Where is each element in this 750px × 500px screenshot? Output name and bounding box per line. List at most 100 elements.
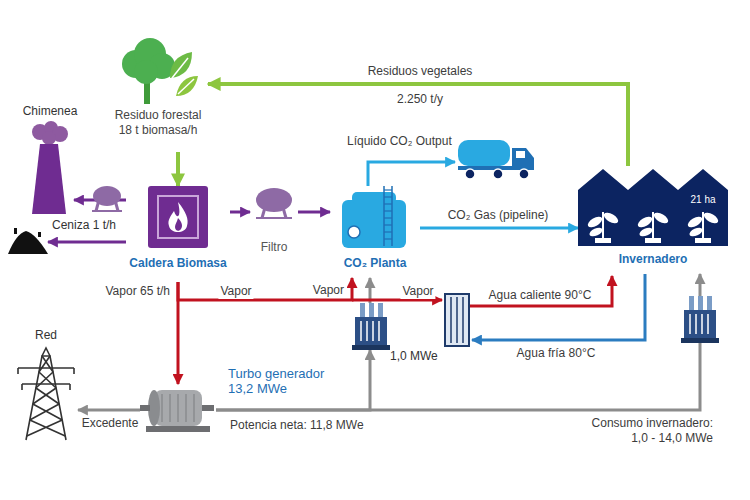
icon-shape: [355, 317, 387, 345]
node-label: Filtro: [244, 240, 304, 255]
icon-shape: [578, 169, 728, 246]
heat-exchanger-part: [456, 297, 458, 343]
flow-label: Líquido CO₂ Output: [345, 134, 454, 149]
boiler-icon: [148, 186, 208, 248]
icon-shape: [36, 372, 56, 388]
icon-shape: [140, 405, 150, 411]
icon-shape: [384, 231, 392, 232]
cold-water-line: [472, 274, 645, 340]
icon-shape: [384, 189, 392, 190]
flow-label: Agua caliente 90°C: [487, 288, 594, 303]
icon-shape: [154, 390, 202, 426]
icon-shape: [134, 60, 158, 84]
icon-shape: [602, 212, 604, 240]
icon-shape: [391, 186, 393, 246]
icon-shape: [384, 196, 392, 197]
boiler-node: Caldera Biomasa: [126, 186, 230, 282]
truck-icon: [458, 140, 534, 179]
icon-shape: [372, 321, 374, 341]
node-label: 21 ha: [678, 192, 728, 207]
icon-shape: [352, 192, 396, 204]
icon-shape: [384, 217, 392, 218]
transformer-icon-part: [684, 310, 716, 338]
grid-pylon: Red: [14, 328, 78, 442]
node-label: CO₂ Planta: [320, 256, 430, 271]
icon-shape: [146, 426, 210, 432]
co2-plant: CO₂ Planta: [330, 186, 420, 278]
transformer-icon-part: [707, 296, 712, 310]
node-label: Invernadero: [578, 252, 728, 267]
icon-shape: [688, 226, 704, 238]
icon-shape: [645, 238, 661, 243]
icon-shape: [32, 144, 66, 214]
node-label: Turbo generador 13,2 MWe: [228, 366, 338, 396]
flow-connector: [216, 274, 700, 410]
edge-label: Consumo invernadero: 1,0 - 14,0 MWe: [575, 416, 715, 446]
icon-shape: [148, 186, 208, 248]
node-label: Residuo forestal 18 t biomasa/h: [110, 108, 206, 138]
flow-label: Vapor 65 t/h: [104, 284, 173, 299]
icon-shape: [256, 188, 292, 212]
edge-label: Residuos vegetales: [366, 64, 475, 79]
icon-shape: [18, 368, 74, 384]
icon-shape: [384, 203, 392, 204]
chimney-node: Chimenea: [26, 104, 74, 214]
icon-shape: [168, 202, 187, 232]
icon-shape: [27, 420, 65, 436]
tree-icon: [118, 38, 198, 104]
icon-shape: [8, 231, 48, 254]
icon-shape: [169, 394, 171, 422]
icon-shape: [638, 226, 654, 238]
turbo-icon: [140, 384, 216, 434]
hot-water-line: [469, 276, 612, 306]
icon-shape: [652, 212, 654, 240]
icon-shape: [42, 131, 56, 145]
icon-shape: [177, 394, 179, 422]
icon-shape: [348, 226, 360, 238]
icon-shape: [652, 211, 670, 226]
icon-shape: [595, 238, 611, 243]
pylon-icon: [18, 348, 74, 440]
node-label: Red: [14, 328, 78, 343]
transformer-icon-part: [707, 314, 709, 334]
icon-shape: [369, 303, 374, 317]
icon-shape: [366, 321, 368, 341]
truck-icon-part: [458, 140, 510, 166]
gas-filter-tank-part: [93, 186, 121, 206]
node-label: 1,0 MWe: [390, 349, 454, 364]
icon-shape: [602, 211, 620, 226]
truck-icon-part: [465, 169, 475, 179]
flow-connector: [216, 350, 370, 410]
turbo-generator: Turbo generador 13,2 MWe: [140, 384, 216, 434]
truck-icon-part: [493, 169, 503, 179]
icon-shape: [360, 321, 362, 341]
gas-filter-tank: [92, 186, 122, 211]
icon-shape: [378, 303, 383, 317]
icon-shape: [384, 224, 392, 225]
icon-shape: [14, 228, 17, 234]
icon-shape: [175, 218, 182, 231]
icon-shape: [172, 58, 188, 78]
transformer-icon: [350, 303, 392, 350]
transformer-icon-part: [695, 314, 697, 334]
icon-shape: [588, 226, 604, 238]
node-label: Chimenea: [10, 104, 90, 119]
icon-shape: [18, 368, 74, 390]
icon-shape: [202, 405, 214, 411]
transformer-icon: [681, 296, 719, 343]
heat-exchanger-part: [450, 297, 452, 343]
flow-connector: [48, 241, 126, 244]
heat-exchanger-part: [445, 294, 469, 346]
flow-label: Potencia neta: 11,8 MWe: [228, 418, 366, 433]
flow-connector: [208, 84, 628, 166]
icon-shape: [38, 232, 41, 237]
filter-node: Filtro: [250, 188, 298, 258]
icon-shape: [342, 200, 406, 248]
truck-line: [368, 162, 455, 186]
icon-shape: [360, 303, 365, 317]
transformer-icon-part: [681, 338, 719, 343]
icon-shape: [193, 394, 195, 422]
flow-connector: [176, 152, 180, 186]
